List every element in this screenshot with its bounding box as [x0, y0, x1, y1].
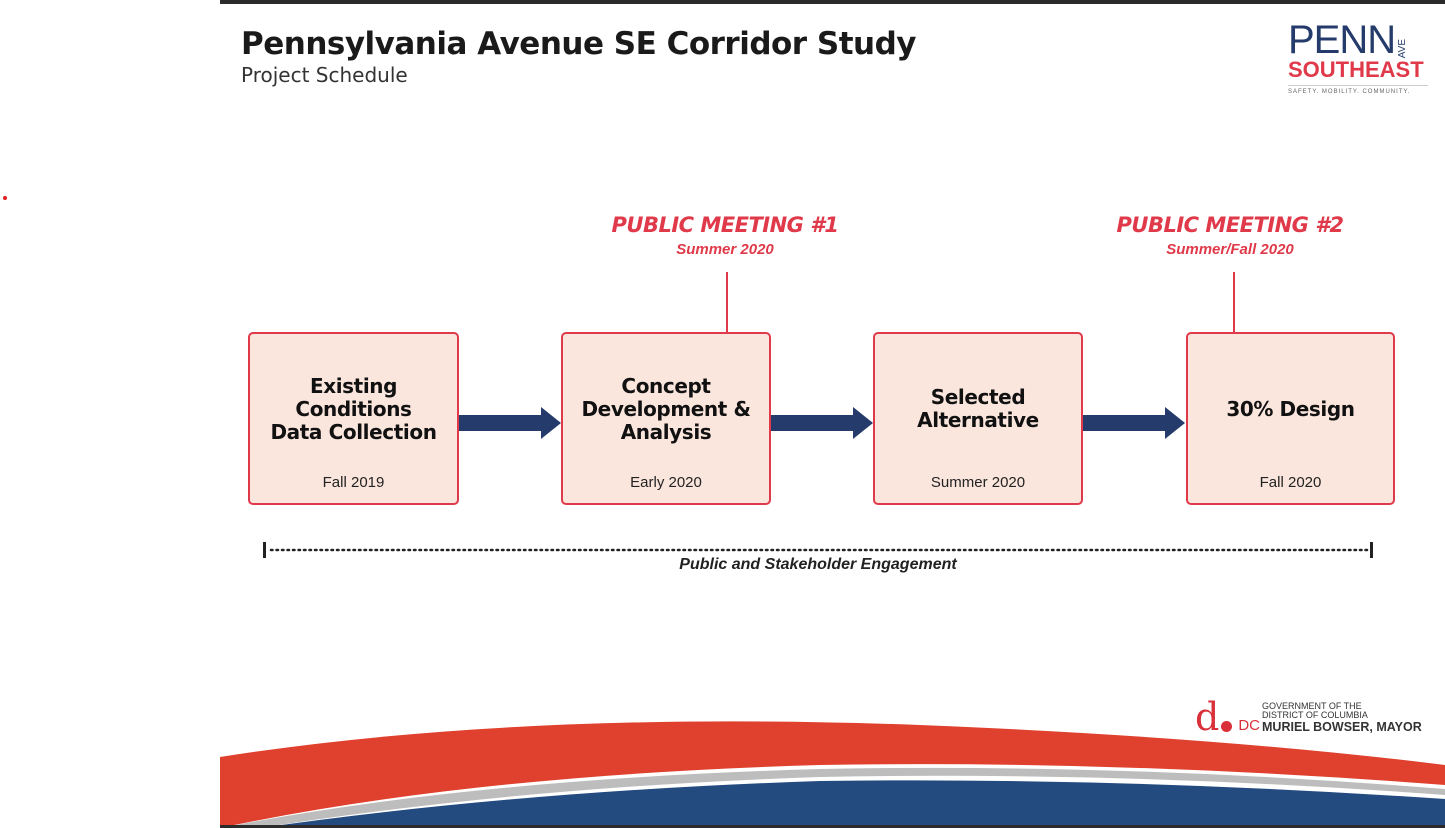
meeting-connector: [726, 272, 728, 338]
public-meeting-2: PUBLIC MEETING #2 Summer/Fall 2020: [1080, 213, 1380, 258]
logo-ave: AVE: [1397, 38, 1409, 58]
phase-date: Fall 2019: [322, 474, 385, 491]
phase-label: Concept: [621, 373, 711, 398]
phase-date: Early 2020: [630, 474, 702, 491]
engagement-timeline: [263, 542, 1373, 558]
phase-label: Development &: [581, 396, 751, 421]
phase-label: Alternative: [917, 408, 1039, 432]
footer-mayor: MURIEL BOWSER, MAYOR: [1262, 720, 1422, 734]
pointer-dot: [3, 196, 7, 200]
window-top-bar: [220, 0, 1445, 4]
phase-label: Analysis: [620, 419, 712, 444]
phase-date: Fall 2020: [1259, 474, 1322, 491]
arrow-right-icon: [1083, 407, 1185, 439]
meeting-date: Summer/Fall 2020: [1166, 241, 1294, 258]
penn-ave-logo: PENN AVE SOUTHEAST SAFETY. MOBILITY. COM…: [1288, 18, 1428, 95]
slide-title: Pennsylvania Avenue SE Corridor Study: [241, 26, 917, 62]
footer-gov2: DISTRICT OF COLUMBIA: [1262, 710, 1368, 720]
public-meeting-1: PUBLIC MEETING #1 Summer 2020: [575, 213, 875, 258]
window-bottom-bar: [220, 825, 1445, 828]
arrow-right-icon: [771, 407, 873, 439]
logo-southeast: SOUTHEAST: [1288, 57, 1424, 82]
engagement-label: Public and Stakeholder Engagement: [679, 556, 957, 573]
dc-dot-icon: [1221, 721, 1233, 732]
meeting-date: Summer 2020: [676, 241, 774, 258]
phase-label: Selected: [930, 385, 1026, 409]
dc-government-logo: d DC GOVERNMENT OF THE DISTRICT OF COLUM…: [1195, 695, 1422, 739]
logo-tagline: SAFETY. MOBILITY. COMMUNITY.: [1288, 85, 1428, 95]
phase-label: Data Collection: [270, 419, 437, 444]
footer-gov1: GOVERNMENT OF THE: [1262, 701, 1362, 711]
slide-subtitle: Project Schedule: [241, 63, 408, 87]
dc-flag-icon: DC: [1238, 717, 1260, 734]
meeting-connector: [1233, 272, 1235, 338]
phase-30-design: 30% Design Fall 2020: [1186, 332, 1395, 505]
logo-penn: PENN: [1288, 18, 1396, 62]
arrow-right-icon: [459, 407, 561, 439]
phase-date: Summer 2020: [930, 474, 1026, 491]
meeting-title: PUBLIC MEETING #2: [1116, 213, 1344, 237]
phase-label: Existing Conditions: [295, 373, 412, 421]
footer-swoosh: [220, 721, 1445, 828]
phase-label: 30% Design: [1226, 396, 1355, 421]
dc-d-icon: d: [1195, 695, 1220, 739]
meeting-title: PUBLIC MEETING #1: [611, 213, 839, 237]
